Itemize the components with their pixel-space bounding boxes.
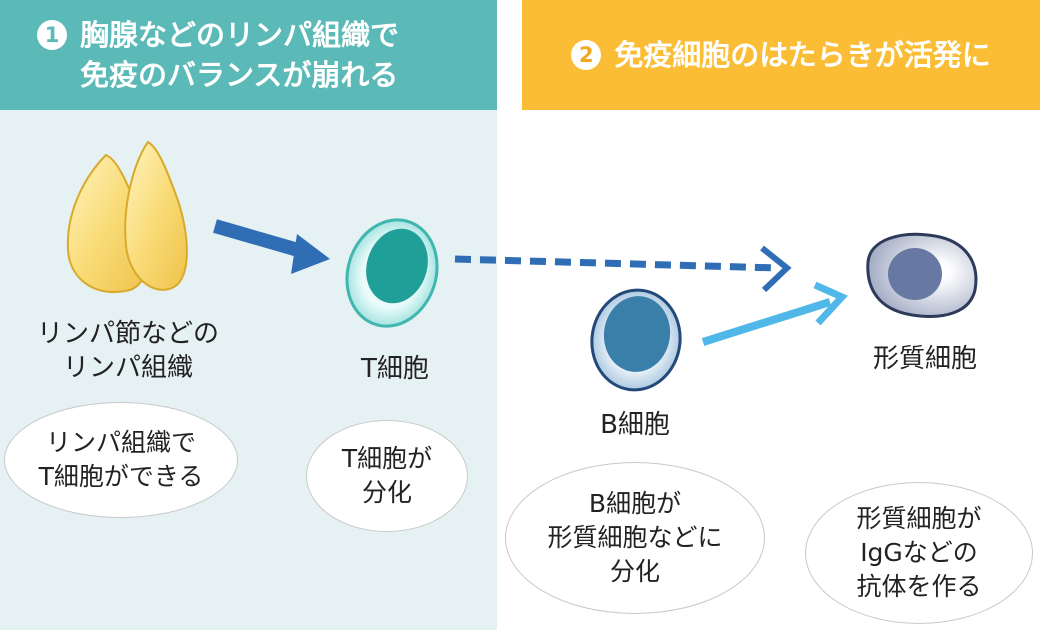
bubble3-line2: 形質細胞などに bbox=[547, 523, 723, 552]
plasma-cell-label: 形質細胞 bbox=[872, 344, 977, 374]
step2-title: 免疫細胞のはたらきが活発に bbox=[614, 38, 991, 72]
step2-header: 2 免疫細胞のはたらきが活発に bbox=[522, 0, 1040, 110]
lymph-node-label: リンパ節などの リンパ組織 bbox=[23, 317, 233, 385]
bubble3-line1: B細胞が bbox=[588, 489, 682, 518]
dashed-arrow-to-plasma-cell bbox=[454, 245, 792, 293]
t-cell-label: T細胞 bbox=[361, 354, 429, 384]
t-cell-icon bbox=[345, 218, 439, 328]
bubble-t-cell-differentiation: T細胞が 分化 bbox=[306, 420, 468, 532]
b-cell-label: B細胞 bbox=[600, 410, 670, 440]
bubble-antibody-production: 形質細胞が IgGなどの 抗体を作る bbox=[805, 482, 1033, 624]
step1-title-line2: 免疫のバランスが崩れる bbox=[80, 58, 399, 92]
lymph-node-icon bbox=[66, 140, 188, 294]
lymph-label-line1: リンパ節などの bbox=[36, 319, 219, 349]
bubble4-line2: IgGなどの bbox=[860, 538, 978, 567]
step1-number-icon: 1 bbox=[37, 20, 67, 50]
bubble4-line3: 抗体を作る bbox=[856, 572, 982, 601]
bubble3-line3: 分化 bbox=[609, 557, 660, 586]
lymph-label-line2: リンパ組織 bbox=[62, 353, 193, 383]
bubble2-line1: T細胞が bbox=[341, 444, 433, 473]
bubble1-line2: T細胞ができる bbox=[38, 462, 204, 491]
bubble-b-cell-differentiation: B細胞が 形質細胞などに 分化 bbox=[505, 462, 765, 614]
plasma-cell-icon bbox=[866, 232, 978, 318]
step2-number-icon: 2 bbox=[571, 40, 602, 70]
b-cell-icon bbox=[590, 288, 682, 392]
bubble4-line1: 形質細胞が bbox=[856, 504, 982, 533]
bubble2-line2: 分化 bbox=[361, 478, 412, 507]
step1-title-line1: 胸腺などのリンパ組織で bbox=[80, 18, 400, 52]
arrow-to-t-cell bbox=[213, 219, 330, 274]
bubble1-line1: リンパ組織で bbox=[45, 428, 196, 457]
bubble-lymph-t-cell: リンパ組織で T細胞ができる bbox=[4, 402, 238, 518]
step1-header: 1 胸腺などのリンパ組織で 免疫のバランスが崩れる bbox=[0, 0, 497, 110]
arrow-to-plasma-cell bbox=[701, 281, 848, 346]
